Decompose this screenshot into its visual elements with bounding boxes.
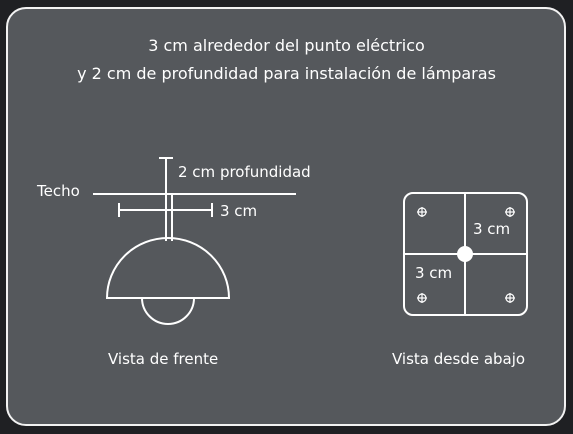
- lamp-bulb: [141, 297, 195, 325]
- screw-icon-bottom-left: [417, 293, 427, 303]
- diagram-panel: [6, 7, 566, 426]
- title-line-2: y 2 cm de profundidad para instalación d…: [77, 64, 496, 83]
- bottom-view-label-bottom-left: 3 cm: [415, 264, 453, 282]
- crosshair-screw-icon: [417, 207, 515, 303]
- front-view: [93, 157, 296, 325]
- electrical-point: [457, 246, 473, 262]
- screw-icon-bottom-right: [505, 293, 515, 303]
- front-view-caption: Vista de frente: [108, 350, 219, 368]
- title-line-1: 3 cm alrededor del punto eléctrico: [148, 36, 425, 55]
- screw-icon-top-right: [505, 207, 515, 217]
- ceiling-label: Techo: [37, 182, 80, 200]
- screw-icon-top-left: [417, 207, 427, 217]
- radius-label: 3 cm: [220, 202, 258, 220]
- bottom-view-caption: Vista desde abajo: [392, 350, 526, 368]
- bottom-view-label-top-right: 3 cm: [473, 220, 511, 238]
- bottom-view: [403, 192, 528, 316]
- lamp-shade: [105, 237, 231, 299]
- depth-label: 2 cm profundidad: [178, 163, 311, 181]
